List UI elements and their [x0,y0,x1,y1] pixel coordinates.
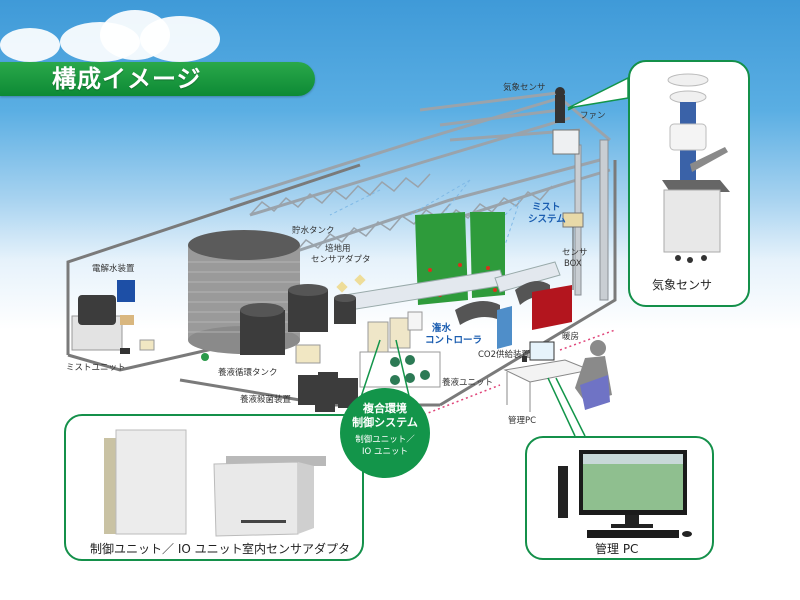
weather-sensor-icon [555,95,565,123]
weather-sensor-panel: 気象センサ [628,60,750,307]
weather-sensor-photo [662,73,730,263]
control-system-badge: 複合環境 制御システム 制御ユニット／ IO ユニット [340,388,430,478]
label-mist-system-1: ミスト [532,202,561,213]
label-sensor-box-1: センサ [562,248,588,258]
duct [455,301,500,325]
fan-icon [552,129,580,155]
management-pc-caption: 管理 PC [595,542,639,556]
label-sensor-box-2: BOX [564,259,582,269]
badge-sub-line1: 制御ユニット／ [355,435,415,445]
label-culture-sensor-adapter-2: センサアダプタ [311,255,371,265]
label-weather-sensor: 気象センサ [503,83,546,93]
label-nutrient-circulation-tank: 養液循環タンク [218,368,278,378]
label-water-tank: 貯水タンク [292,226,335,236]
co2-supply-icon [497,306,512,349]
greenhouse-post [599,139,609,301]
management-pc-panel: 管理 PC [525,436,714,560]
indoor-sensor-caption: 室内センサアダプタ [242,542,351,556]
callout-pointer [567,76,629,109]
control-unit-photo [104,429,326,537]
label-culture-sensor-adapter-1: 培地用 [325,244,351,254]
operator-silhouette [575,340,612,410]
sensor-box-icon [562,212,584,228]
control-unit-caption: 制御ユニット／ IO ユニット [90,542,243,556]
control-cabinets [367,311,423,353]
label-nutrient-sterilizer: 養液殺菌装置 [240,395,292,405]
label-irrigation-controller-1: 潅水 [432,323,452,334]
badge-sub-line2: IO ユニット [362,447,408,457]
sterilizer-tanks [298,372,358,412]
label-management-pc: 管理PC [508,416,537,426]
control-unit-panel: 制御ユニット／ IO ユニット 室内センサアダプタ [64,414,364,561]
management-pc-photo [558,450,692,538]
cloud [0,28,60,62]
mist-spray [329,179,521,261]
title-banner: 構成イメージ [0,62,315,96]
badge-title-line2: 制御システム [352,416,418,429]
label-irrigation-controller-2: コントローラ [425,335,483,346]
badge-title-line1: 複合環境 [363,402,407,415]
nutrient-tanks [240,284,356,355]
management-desk [503,341,592,412]
weather-sensor-caption: 気象センサ [652,278,713,292]
label-co2-supply: CO2供給装置 [478,350,531,360]
label-fan: ファン [580,111,606,121]
nutrient-unit [359,351,441,388]
label-mist-system-2: システム [528,214,566,225]
page-title: 構成イメージ [52,65,202,93]
roof-truss [229,90,611,262]
label-mist-unit: ミストユニット [66,363,126,373]
mist-unit [71,295,123,351]
label-nutrient-unit: 養液ユニット [442,378,494,388]
label-heater: 暖房 [562,332,580,342]
cloud [140,16,220,62]
heater-icon [532,285,572,330]
electrolyzed-water-icon [117,280,135,302]
label-electrolyzed-water: 電解水装置 [92,264,135,274]
